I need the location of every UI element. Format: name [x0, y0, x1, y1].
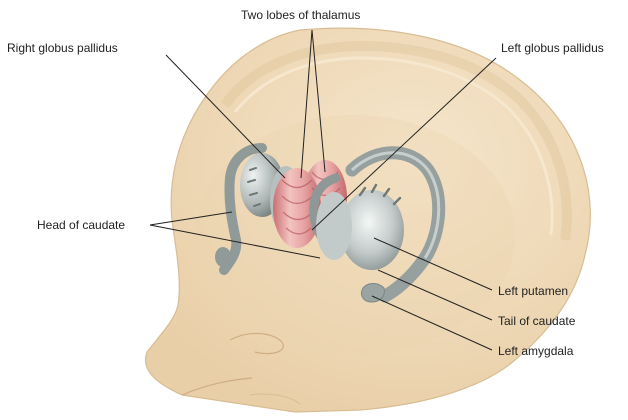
label-tail-of-caudate: Tail of caudate — [498, 314, 575, 328]
right-amygdala — [215, 247, 231, 267]
left-globus-pallidus-shape — [316, 192, 352, 260]
left-amygdala-shape — [361, 284, 384, 303]
label-right-globus-pallidus: Right globus pallidus — [7, 41, 118, 55]
label-left-putamen: Left putamen — [498, 284, 568, 298]
label-left-globus-pallidus: Left globus pallidus — [501, 41, 604, 55]
label-left-amygdala: Left amygdala — [498, 344, 573, 358]
label-head-of-caudate: Head of caudate — [37, 218, 125, 232]
label-thalamus: Two lobes of thalamus — [241, 8, 360, 22]
